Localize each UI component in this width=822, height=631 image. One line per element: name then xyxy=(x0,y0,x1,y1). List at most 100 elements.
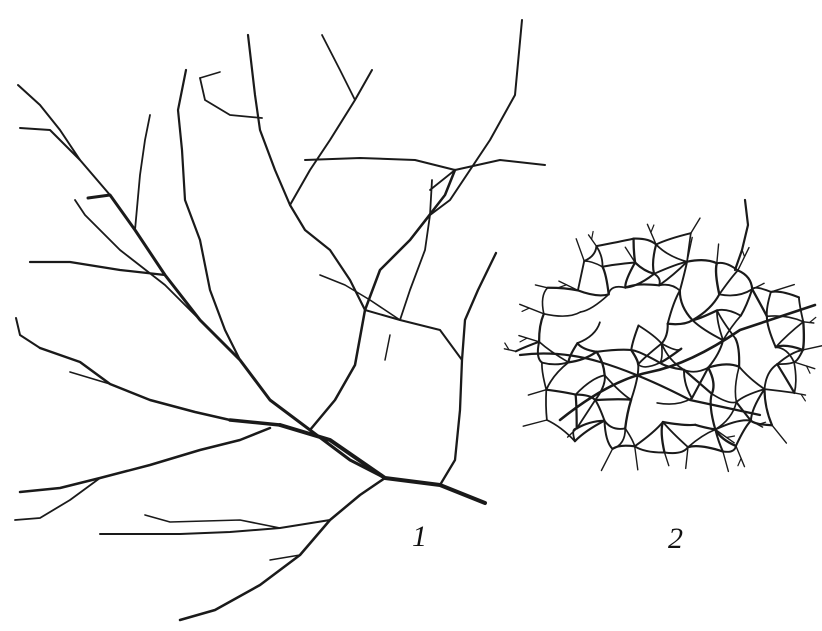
reticulate-link xyxy=(539,342,568,363)
edge-spur xyxy=(601,449,612,471)
reticulate-link xyxy=(665,447,689,453)
reticulate-link xyxy=(688,430,715,448)
reticulate-link xyxy=(708,364,739,367)
reticulate-link xyxy=(625,400,631,429)
reticulate-link xyxy=(719,270,738,294)
reticulate-link xyxy=(631,364,638,400)
channel-segment xyxy=(320,275,400,320)
reticulate-link xyxy=(538,342,542,363)
channel-segment xyxy=(135,115,150,230)
channel-segment xyxy=(20,428,270,492)
reticulate-link xyxy=(752,289,767,316)
reticulate-link xyxy=(660,349,681,363)
edge-spur xyxy=(576,239,584,261)
reticulate-link xyxy=(767,292,771,316)
reticulate-link xyxy=(635,422,663,446)
edge-spur xyxy=(727,436,735,438)
edge-spur xyxy=(559,285,567,288)
channel-segment xyxy=(248,35,365,310)
reticulate-link xyxy=(663,422,695,425)
edge-spur xyxy=(635,446,638,470)
edge-spur xyxy=(528,390,546,395)
reticulate-link xyxy=(723,446,736,452)
channel-segment xyxy=(75,200,200,320)
reticulate-link xyxy=(688,446,723,451)
reticulate-link xyxy=(625,428,635,446)
edge-spur xyxy=(520,338,527,342)
reticulate-link xyxy=(659,285,680,291)
reticulate-link xyxy=(777,364,794,393)
reticulate-link xyxy=(578,261,584,290)
channel-segment xyxy=(322,35,355,100)
channel-segment xyxy=(290,70,372,205)
reticulate-link xyxy=(578,343,597,352)
reticulate-link xyxy=(542,288,547,314)
reticulate-link xyxy=(653,245,656,274)
reticulate-link xyxy=(634,239,657,245)
channel-segment xyxy=(410,20,522,240)
reticulate-link xyxy=(603,267,609,295)
channel-segment xyxy=(385,335,390,360)
reticulate-link xyxy=(634,239,636,263)
reticulate-link xyxy=(584,246,596,261)
reticulate-link xyxy=(695,425,715,430)
channel-segment xyxy=(365,310,462,360)
reticulate-link xyxy=(542,362,569,364)
reticulate-link xyxy=(771,292,799,298)
reticulate-link xyxy=(603,263,636,267)
edge-spur xyxy=(736,446,745,467)
edge-spur xyxy=(723,452,729,472)
edge-spur xyxy=(504,349,515,352)
reticulate-link xyxy=(776,322,804,347)
edge-spur xyxy=(717,244,719,263)
reticulate-link xyxy=(584,261,602,267)
channel-segment xyxy=(180,478,385,620)
reticulate-link xyxy=(547,420,575,441)
reticulate-link xyxy=(595,400,604,421)
reticulate-link xyxy=(716,263,719,294)
reticulate-link xyxy=(660,344,662,363)
reticulate-link xyxy=(765,389,795,393)
edge-spur xyxy=(665,453,669,466)
reticulate-link xyxy=(711,394,716,430)
reticulate-link xyxy=(687,260,717,263)
reticulate-link xyxy=(569,343,578,362)
edge-spur xyxy=(691,218,700,233)
edge-spur xyxy=(794,393,805,395)
reticulate-link xyxy=(544,312,581,316)
edge-spur xyxy=(810,317,816,322)
channel-segment xyxy=(145,515,280,528)
edge-spur xyxy=(568,429,577,438)
reticulate-link xyxy=(668,291,680,324)
reticulate-link xyxy=(656,245,687,262)
reticulate-link xyxy=(654,274,660,286)
edge-spur xyxy=(523,420,547,426)
edge-spur xyxy=(771,285,794,292)
reticulate-link xyxy=(684,368,708,372)
reticulate-link xyxy=(578,322,600,343)
reticulate-link xyxy=(625,263,635,288)
channel-segment xyxy=(15,478,100,520)
reticulate-link xyxy=(735,339,739,367)
reticulate-link xyxy=(546,390,575,395)
reticulate-link xyxy=(662,422,665,453)
edge-spur xyxy=(803,322,814,323)
edge-spur xyxy=(772,425,786,443)
main-channel xyxy=(735,200,748,270)
reticulate-link xyxy=(803,322,804,350)
edge-spur xyxy=(520,304,544,314)
reticulate-link xyxy=(794,362,796,393)
channel-segment xyxy=(16,318,40,348)
edge-spur xyxy=(803,345,822,350)
reticulate-link xyxy=(596,239,633,247)
channel-segment xyxy=(310,170,455,430)
reticulate-link xyxy=(656,233,691,244)
reticulate-link xyxy=(631,326,638,351)
reticulate-link xyxy=(546,390,547,420)
reticulate-link xyxy=(605,421,626,429)
label-network-1: 1 xyxy=(412,522,427,552)
reticulate-link xyxy=(638,363,660,367)
reticulate-link xyxy=(735,367,739,402)
channel-segment xyxy=(40,348,230,420)
